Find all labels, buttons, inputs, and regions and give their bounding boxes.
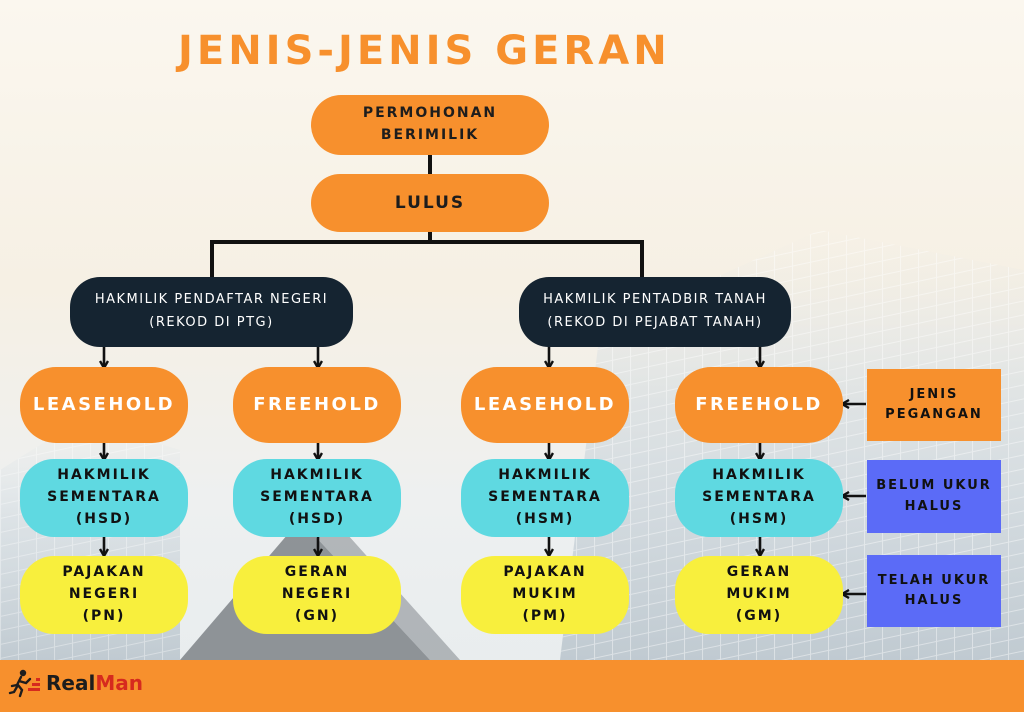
- title-node-3: HAKMILIK SEMENTARA (HSM): [461, 459, 629, 537]
- branch-state-registrar: HAKMILIK PENDAFTAR NEGERI (REKOD DI PTG): [70, 277, 353, 347]
- tenure-node-3: LEASEHOLD: [461, 367, 629, 443]
- brand-logo: RealMan: [8, 668, 143, 698]
- final-title-node-2: GERAN NEGERI (GN): [233, 556, 401, 634]
- branch-land-administrator: HAKMILIK PENTADBIR TANAH (REKOD DI PEJAB…: [519, 277, 791, 347]
- brand-suffix: Man: [95, 671, 143, 695]
- legend-not-surveyed: BELUM UKUR HALUS: [867, 460, 1001, 533]
- title-node-4: HAKMILIK SEMENTARA (HSM): [675, 459, 843, 537]
- tenure-node-1: LEASEHOLD: [20, 367, 188, 443]
- final-title-node-4: GERAN MUKIM (GM): [675, 556, 843, 634]
- approved-node: LULUS: [311, 174, 549, 232]
- legend-surveyed: TELAH UKUR HALUS: [867, 555, 1001, 627]
- final-title-node-1: PAJAKAN NEGERI (PN): [20, 556, 188, 634]
- brand-name: RealMan: [46, 671, 143, 695]
- footer-bar: [0, 660, 1024, 712]
- brand-prefix: Real: [46, 671, 95, 695]
- title-node-2: HAKMILIK SEMENTARA (HSD): [233, 459, 401, 537]
- runner-icon: [8, 668, 42, 698]
- tenure-node-2: FREEHOLD: [233, 367, 401, 443]
- diagram-title: JENIS-JENIS GERAN: [178, 28, 671, 74]
- tenure-node-4: FREEHOLD: [675, 367, 843, 443]
- title-node-1: HAKMILIK SEMENTARA (HSD): [20, 459, 188, 537]
- legend-tenure-type: JENIS PEGANGAN: [867, 369, 1001, 441]
- root-node: PERMOHONAN BERIMILIK: [311, 95, 549, 155]
- final-title-node-3: PAJAKAN MUKIM (PM): [461, 556, 629, 634]
